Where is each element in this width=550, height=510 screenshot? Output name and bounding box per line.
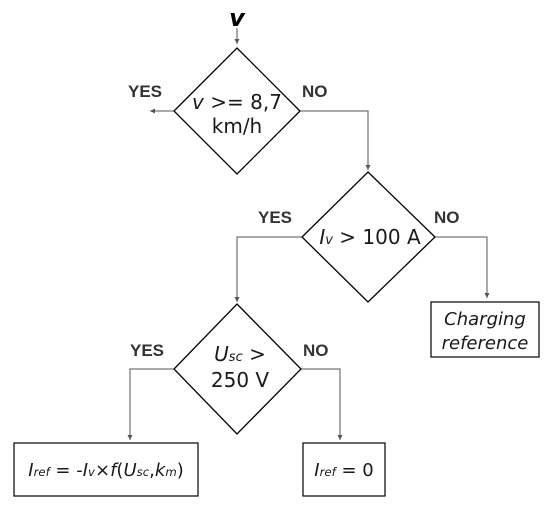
text-segment: I: [83, 460, 88, 481]
text-segment: k: [155, 460, 167, 481]
text-segment: = -: [50, 460, 83, 481]
text-segment: I: [314, 460, 319, 481]
text-line: v >= 8,7: [192, 90, 282, 114]
text-segment: U: [123, 460, 136, 481]
iref-formula-box: [13, 442, 199, 497]
text-segment: v: [192, 90, 205, 114]
text-line: km/h: [212, 114, 262, 138]
current-condition-text: Iv > 100 A: [319, 225, 421, 249]
text-segment: f: [110, 460, 119, 481]
voltage-no-line: [301, 368, 343, 440]
text-segment: U: [214, 342, 229, 366]
text-line: Iref = -Iv×f(Usc,km): [28, 460, 183, 481]
charging-reference-text: Charging reference: [442, 309, 529, 354]
text-segment: 250 V: [211, 368, 270, 392]
current-no-label: NO: [434, 208, 460, 227]
subscript: v: [325, 233, 333, 248]
text-segment: km/h: [212, 114, 262, 138]
text-line: reference: [442, 333, 529, 354]
input-variable: v: [229, 4, 246, 32]
text-segment: ×: [95, 460, 110, 481]
subscript: sc: [137, 465, 150, 479]
voltage-decision-diamond: [173, 303, 302, 435]
iref-formula-text: Iref = -Iv×f(Usc,km): [28, 460, 183, 481]
text-segment: >: [243, 342, 266, 366]
voltage-no-label: NO: [303, 341, 329, 360]
subscript: ref: [34, 465, 52, 479]
voltage-yes-line: [127, 368, 174, 440]
charging-reference-box: [430, 301, 540, 358]
iref-zero-text: Iref = 0: [314, 460, 373, 481]
text-line: Charging: [444, 309, 526, 330]
iref-zero-box: [302, 442, 386, 497]
subscript: v: [88, 465, 96, 479]
text-segment: > 100 A: [333, 225, 421, 249]
current-no-line: [435, 236, 490, 298]
current-yes-line: [234, 236, 302, 302]
speed-no-line: [300, 110, 371, 170]
text-segment: reference: [442, 333, 529, 354]
current-yes-label: YES: [258, 208, 292, 227]
speed-yes-label: YES: [128, 82, 162, 101]
speed-decision-diamond: [173, 47, 301, 175]
connectors: [127, 28, 490, 440]
subscript: ref: [320, 465, 338, 479]
text-segment: ): [177, 460, 184, 481]
text-segment: I: [319, 225, 325, 249]
text-segment: ,: [149, 460, 155, 481]
text-segment: >= 8,7: [204, 90, 282, 114]
voltage-yes-label: YES: [130, 341, 164, 360]
speed-no-label: NO: [302, 82, 328, 101]
text-segment: Charging: [444, 309, 526, 330]
voltage-condition-text: Usc >250 V: [211, 342, 270, 392]
text-line: Iv > 100 A: [319, 225, 421, 249]
text-segment: = 0: [336, 460, 374, 481]
subscript: m: [165, 465, 176, 479]
current-decision-diamond: [301, 171, 436, 303]
subscript: sc: [229, 350, 243, 365]
text-line: 250 V: [211, 368, 270, 392]
text-line: Iref = 0: [314, 460, 373, 481]
text-line: Usc >: [214, 342, 266, 366]
text-segment: (: [116, 460, 123, 481]
text-segment: I: [28, 460, 33, 481]
